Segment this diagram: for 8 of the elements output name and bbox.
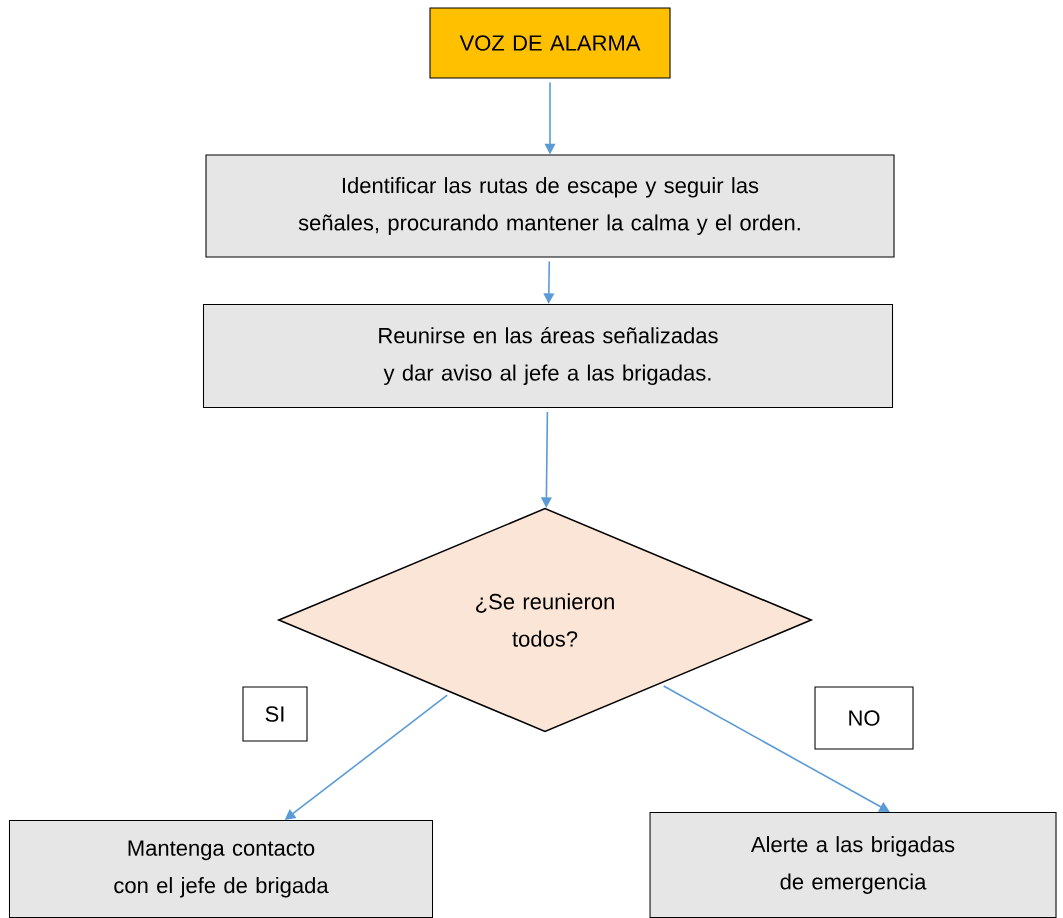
edge-label: SI — [242, 686, 308, 742]
process-box: Identificar las rutas de escape y seguir las señales, procurando mantener la calma y el orden. — [205, 154, 895, 258]
process-box: Mantenga contacto con el jefe de brigada — [8, 819, 434, 918]
process-box: VOZ DE ALARMA — [429, 7, 671, 79]
process-box: Alerte a las brigadas de emergencia — [649, 811, 1057, 918]
edge-label: NO — [814, 686, 914, 750]
process-box: Reunirse en las áreas señalizadas y dar aviso al jefe a las brigadas. — [202, 303, 894, 409]
arrow — [662, 685, 890, 812]
